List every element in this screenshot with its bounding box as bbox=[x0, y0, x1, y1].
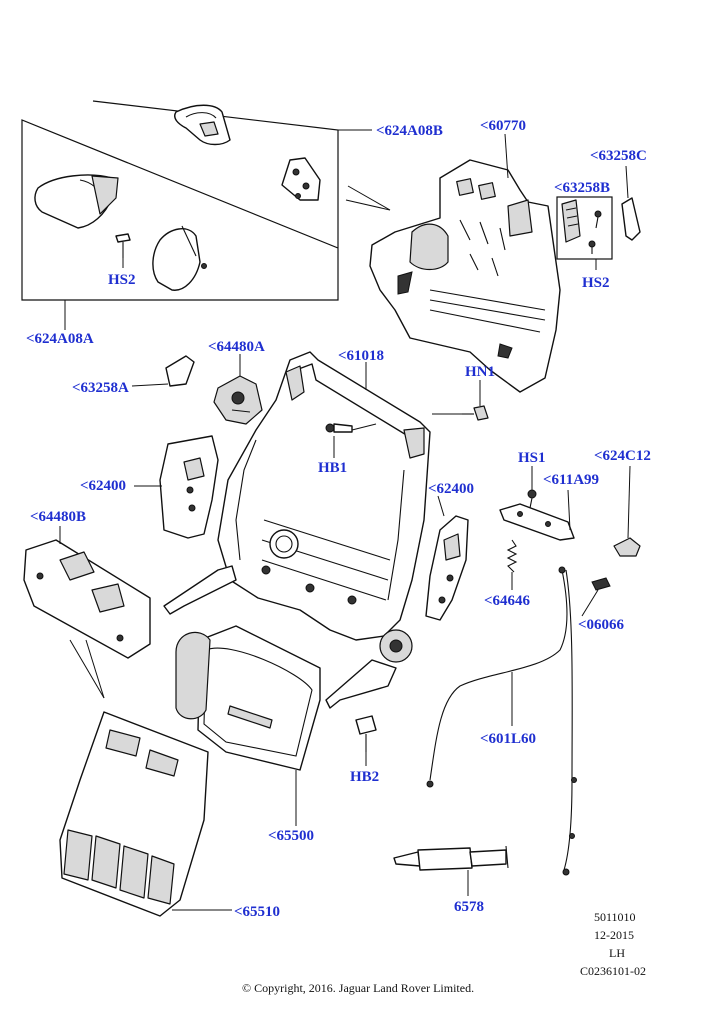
callout-611A99[interactable]: <611A99 bbox=[543, 472, 599, 488]
backrest-back-panel[interactable] bbox=[369, 133, 561, 393]
pointer-arrow-lower bbox=[69, 639, 105, 699]
recliner-handle-cover-large[interactable] bbox=[34, 174, 119, 229]
lumbar-switch-knob[interactable] bbox=[621, 165, 641, 241]
callout-61018[interactable]: <61018 bbox=[338, 348, 384, 364]
grease-syringe-6578[interactable] bbox=[393, 845, 509, 896]
screw-hs2-right[interactable] bbox=[588, 210, 602, 254]
nut-hn1[interactable] bbox=[432, 380, 489, 421]
callout-65500[interactable]: <65500 bbox=[268, 828, 314, 844]
recliner-handle-bezel-upper[interactable] bbox=[174, 104, 231, 146]
callout-6578[interactable]: 6578 bbox=[454, 899, 484, 915]
callout-601L60[interactable]: <601L60 bbox=[480, 731, 536, 747]
clip-06066[interactable] bbox=[581, 577, 611, 617]
diagram-code: C0236101-02 bbox=[580, 964, 646, 978]
seat-heater-pad-65500[interactable] bbox=[175, 625, 321, 826]
bolt-hb2[interactable] bbox=[355, 715, 377, 766]
knob-624C12[interactable] bbox=[613, 465, 641, 557]
trim-cover-group-frame bbox=[21, 100, 372, 330]
callout-06066[interactable]: <06066 bbox=[578, 617, 625, 633]
seat-side-cover[interactable] bbox=[152, 225, 207, 291]
screw-hs1[interactable] bbox=[527, 466, 537, 509]
pointer-arrow-upper bbox=[345, 185, 391, 211]
diagram-ref-number: 5011010 bbox=[594, 910, 636, 924]
callout-hs1[interactable]: HS1 bbox=[518, 450, 546, 466]
callout-64480B[interactable]: <64480B bbox=[30, 509, 86, 525]
lumbar-plate-64480B[interactable] bbox=[23, 526, 151, 659]
lumbar-support-65510[interactable] bbox=[59, 711, 232, 917]
callout-624A08B[interactable]: <624A08B bbox=[376, 123, 443, 139]
recliner-mechanism-bracket[interactable] bbox=[213, 354, 263, 425]
screw-hs2-upper[interactable] bbox=[115, 233, 131, 268]
callout-63258C[interactable]: <63258C bbox=[590, 148, 647, 164]
callout-63258B[interactable]: <63258B bbox=[554, 180, 610, 196]
callout-62400-right[interactable]: <62400 bbox=[428, 481, 474, 497]
callout-63258A[interactable]: <63258A bbox=[72, 380, 129, 396]
callout-62400-left[interactable]: <62400 bbox=[80, 478, 126, 494]
seatback-side-cover-right[interactable] bbox=[425, 495, 469, 621]
callout-hn1[interactable]: HN1 bbox=[465, 364, 495, 380]
handle-and-bezel-box bbox=[556, 196, 613, 270]
callout-hb2[interactable]: HB2 bbox=[350, 769, 379, 785]
copyright-notice: © Copyright, 2016. Jaguar Land Rover Lim… bbox=[242, 981, 474, 995]
callout-65510[interactable]: <65510 bbox=[234, 904, 280, 920]
switch-bracket-611A99[interactable] bbox=[499, 489, 575, 541]
diagram-side: LH bbox=[609, 946, 625, 960]
callout-hs2-upper[interactable]: HS2 bbox=[108, 272, 136, 288]
bolt-hb1[interactable] bbox=[325, 423, 377, 458]
diagram-date: 12-2015 bbox=[594, 928, 634, 942]
callout-64480A[interactable]: <64480A bbox=[208, 339, 265, 355]
bezel-clip[interactable] bbox=[281, 157, 321, 201]
seatback-side-cover-left[interactable] bbox=[134, 435, 219, 539]
callout-hs2-right[interactable]: HS2 bbox=[582, 275, 610, 291]
callout-64646[interactable]: <64646 bbox=[484, 593, 531, 609]
callout-60770[interactable]: <60770 bbox=[480, 118, 526, 134]
callout-624C12[interactable]: <624C12 bbox=[594, 448, 651, 464]
callout-hb1[interactable]: HB1 bbox=[318, 460, 347, 476]
callout-624A08A[interactable]: <624A08A bbox=[26, 331, 94, 347]
tension-spring-64646[interactable] bbox=[506, 539, 518, 590]
lumbar-switch-bezel[interactable] bbox=[561, 199, 581, 243]
seatback-frame[interactable] bbox=[163, 351, 431, 709]
handle-63258A[interactable] bbox=[131, 355, 195, 387]
release-cables-601L60[interactable] bbox=[426, 566, 577, 876]
